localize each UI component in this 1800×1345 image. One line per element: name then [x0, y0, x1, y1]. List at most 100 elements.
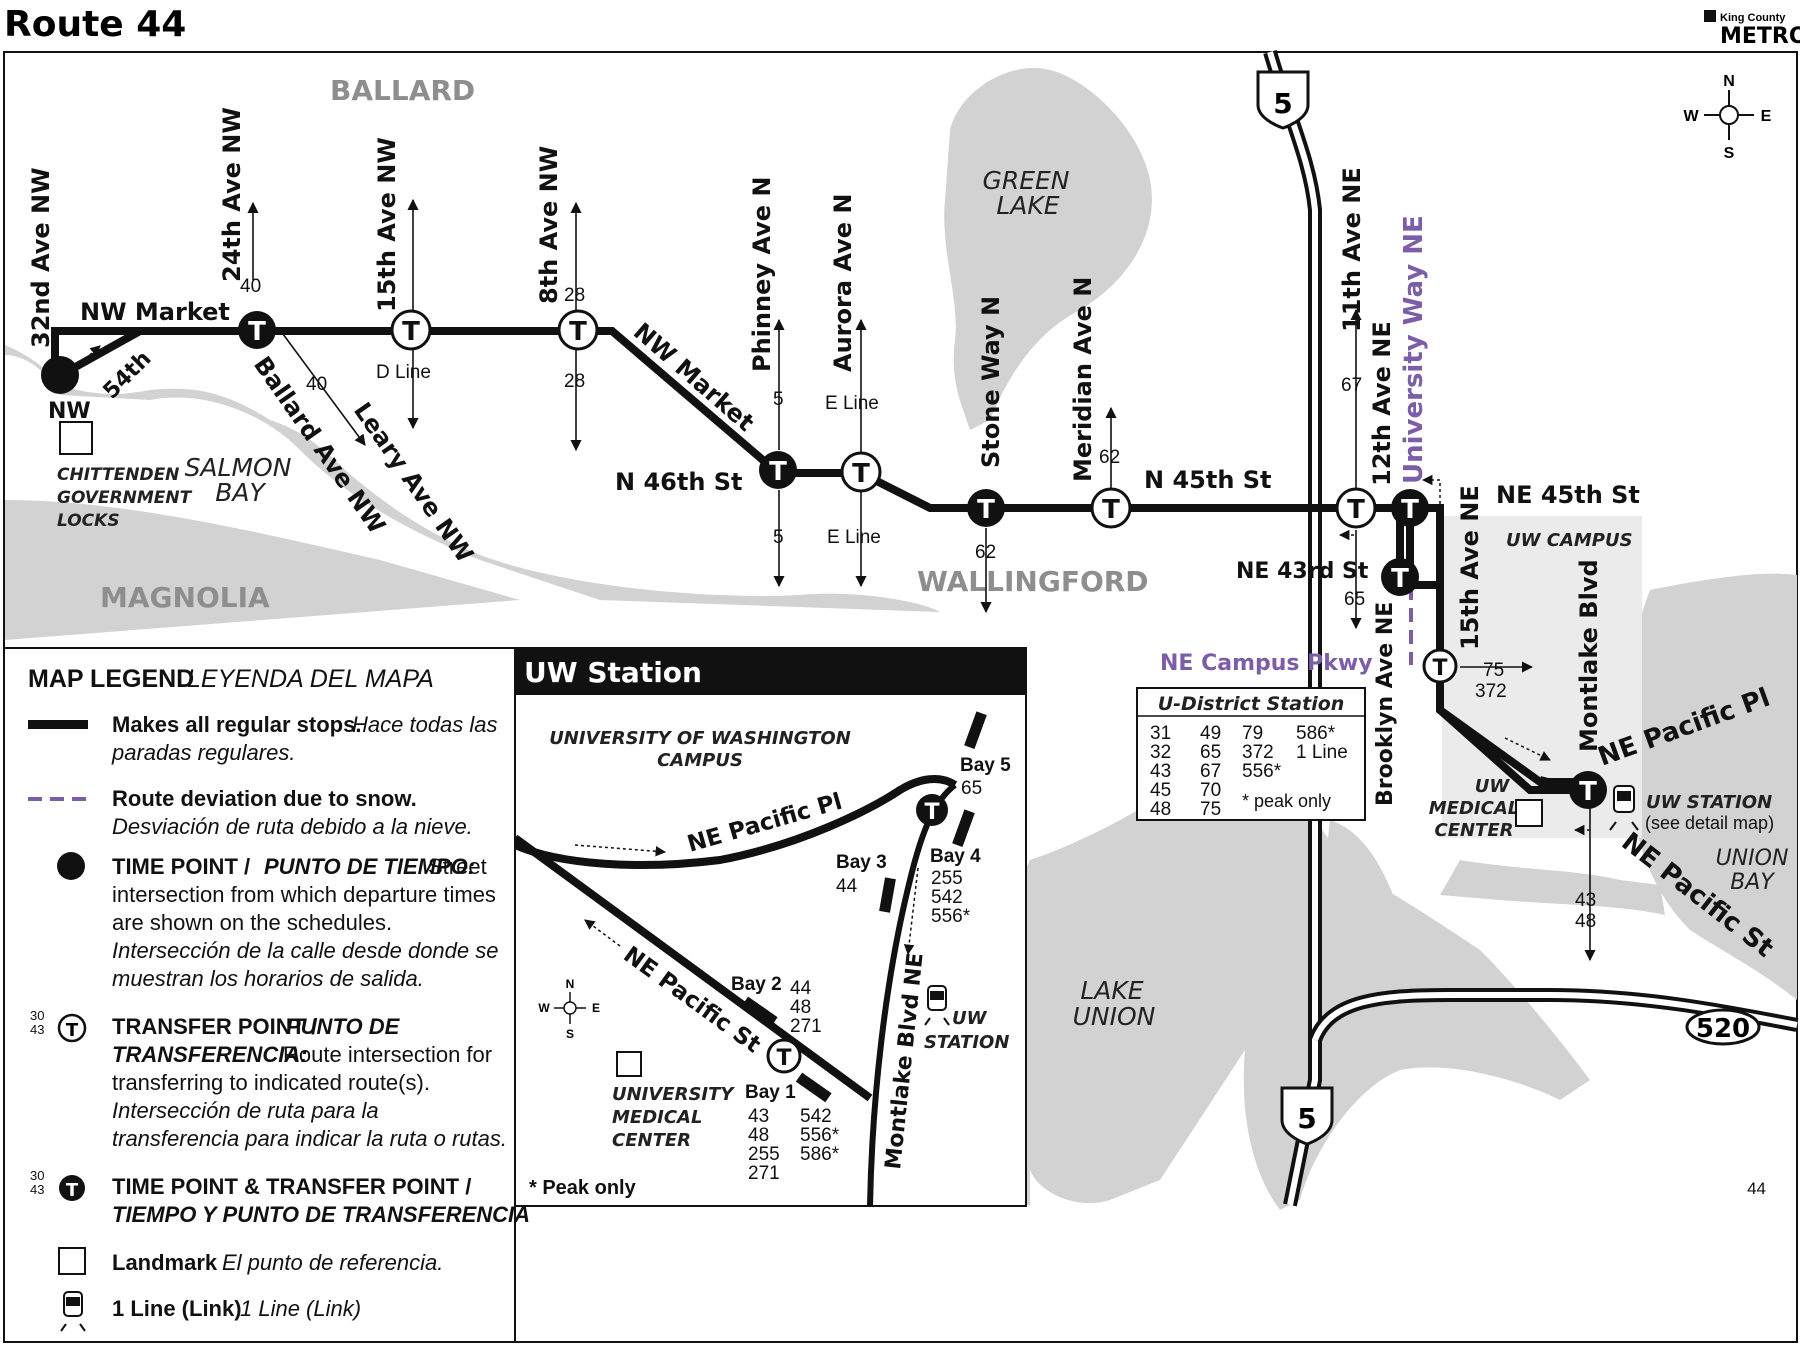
legend-xf-b1: TRANSFER POINT /: [112, 1014, 317, 1039]
inset-bay1-b0: 542: [800, 1106, 832, 1127]
portage-bay: [1325, 820, 1403, 1089]
lake-union-label-2: UNION: [1073, 1002, 1156, 1031]
green-lake: [944, 68, 1152, 431]
stop-stone-way-45th: T: [967, 489, 1005, 527]
legend-txf-bi: TIEMPO Y PUNTO DE TRANSFERENCIA: [112, 1202, 530, 1227]
stop-15th-ne-45th: T: [1391, 489, 1429, 527]
ud-c1-r0: 49: [1200, 723, 1221, 744]
stop-glyph: T: [66, 1020, 79, 1041]
inset-bay2-r1: 48: [790, 997, 811, 1018]
ud-c2-r2: 556*: [1242, 761, 1282, 782]
compass-rose: N S W E: [1683, 73, 1771, 162]
map-legend: MAP LEGEND LEYENDA DEL MAPA Makes all re…: [3, 647, 530, 1343]
street-meridian-ave-n: Meridian Ave N: [1069, 277, 1097, 482]
stop-glyph: T: [1391, 564, 1409, 594]
stop-glyph: T: [1401, 495, 1419, 525]
landmark-uw-med-icon: [1515, 799, 1543, 827]
stop-glyph: T: [402, 317, 420, 347]
legend-landmark-b: Landmark: [112, 1250, 218, 1275]
lake-union-water: [991, 757, 1590, 1210]
stop-glyph: T: [66, 1180, 79, 1201]
legend-tp-r3: are shown on the schedules.: [112, 910, 392, 935]
agency-name: METRO: [1720, 24, 1800, 49]
compass-n: N: [1723, 73, 1735, 90]
landmark-uw-med-1: UW: [1475, 776, 1511, 797]
legend-regular-swatch: [28, 720, 88, 729]
legend-link-i: 1 Line (Link): [240, 1296, 361, 1321]
street-11th-ave-ne: 11th Ave NE: [1338, 167, 1366, 332]
compass-e: E: [1761, 108, 1772, 125]
legend-time-transfer-icon: 30 43 T: [30, 1168, 85, 1201]
legend-xf-r2: Route intersection for: [283, 1042, 492, 1067]
landmark-uw-med-2: MEDICAL: [1429, 798, 1519, 819]
u-district-title: U-District Station: [1158, 693, 1345, 715]
compass-w: W: [1683, 108, 1699, 125]
compass-s: S: [1724, 145, 1735, 162]
u-district-note: * peak only: [1242, 791, 1331, 811]
legend-train-icon: [60, 1291, 86, 1332]
route-label-e-line-a: E Line: [825, 393, 879, 414]
ud-c1-r3: 70: [1200, 780, 1221, 801]
inset-bay2-r2: 271: [790, 1016, 822, 1037]
inset-bay3: Bay 3: [836, 852, 887, 873]
inset-bay4-r2: 556*: [931, 906, 971, 927]
inset-peak-note: * Peak only: [529, 1177, 637, 1199]
stop-campus-pkwy: T: [1422, 648, 1458, 684]
legend-sample-b2: 43: [30, 1182, 44, 1197]
neighborhood-wallingford: WALLINGFORD: [917, 565, 1149, 598]
stop-8th-market: T: [557, 309, 599, 351]
legend-regular-i1: Hace todas las: [352, 712, 498, 737]
legend-tp-i2: muestran los horarios de salida.: [112, 966, 424, 991]
street-n-46th-st: N 46th St: [615, 468, 743, 496]
route-label-e-line-b: E Line: [827, 527, 881, 548]
route-label-65: 65: [1344, 589, 1365, 610]
i5-number-bottom: 5: [1297, 1102, 1316, 1135]
inset-bay1-a0: 43: [748, 1106, 769, 1127]
landmark-uw-campus: UW CAMPUS: [1506, 530, 1633, 551]
i5-number-top: 5: [1273, 87, 1292, 120]
legend-xf-bi2: TRANSFERENCIA:: [112, 1042, 308, 1067]
landmark-locks-2: GOVERNMENT: [57, 488, 193, 508]
legend-xf-r3: transferring to indicated route(s).: [112, 1070, 430, 1095]
landmark-uw-station-2: (see detail map): [1645, 813, 1774, 833]
ud-c1-r4: 75: [1200, 799, 1221, 820]
green-lake-label-1: GREEN: [982, 166, 1069, 195]
stop-glyph: T: [1579, 777, 1597, 807]
stop-glyph: T: [924, 800, 939, 825]
inset-title: UW Station: [524, 656, 702, 689]
street-nw-market: NW Market: [80, 298, 230, 326]
train-icon: [1609, 785, 1639, 831]
stop-11th-45th: T: [1335, 487, 1377, 529]
street-15th-ave-nw: 15th Ave NW: [373, 137, 401, 312]
ud-c3-r1: 1 Line: [1296, 742, 1348, 763]
legend-sample-b: 43: [30, 1022, 44, 1037]
route-label-43: 43: [1575, 890, 1596, 911]
inset-bay1-b1: 556*: [800, 1125, 840, 1146]
route-label-5a: 5: [773, 389, 784, 410]
inset-bay1: Bay 1: [745, 1082, 796, 1103]
stop-glyph: T: [1102, 495, 1120, 525]
legend-xf-bi1: PUNTO DE: [286, 1014, 401, 1039]
legend-snow-b: Route deviation due to snow.: [112, 786, 417, 811]
inset-bay2-r0: 44: [790, 978, 812, 999]
inset-bay4: Bay 4: [930, 846, 981, 867]
route-label-d-line: D Line: [376, 362, 431, 383]
street-montlake-blvd: Montlake Blvd: [1575, 559, 1603, 752]
legend-transfer-icon: 30 43 T: [30, 1008, 87, 1043]
stop-glyph: T: [1347, 495, 1365, 525]
union-bay-water: [1626, 573, 1797, 1000]
route-label-28b: 28: [564, 371, 585, 392]
ud-c0-r4: 48: [1150, 799, 1171, 820]
legend-tp-r2: intersection from which departure times: [112, 882, 496, 907]
street-n-45th-st: N 45th St: [1144, 466, 1272, 494]
legend-sample-a2: 30: [30, 1168, 44, 1183]
street-24th-ave-nw: 24th Ave NW: [218, 107, 246, 282]
route-label-67: 67: [1341, 375, 1362, 396]
stop-phinney-46th: T: [759, 451, 797, 489]
route-label-5b: 5: [773, 527, 784, 548]
inset-arrow-montlake: [903, 867, 919, 956]
u-district-routes: 31 32 43 45 48 49 65 67 70 75 79 372 556…: [1150, 723, 1348, 820]
route-44-campus: [1436, 660, 1590, 786]
street-8th-ave-nw: 8th Ave NW: [535, 146, 563, 304]
route-label-75: 75: [1483, 660, 1504, 681]
